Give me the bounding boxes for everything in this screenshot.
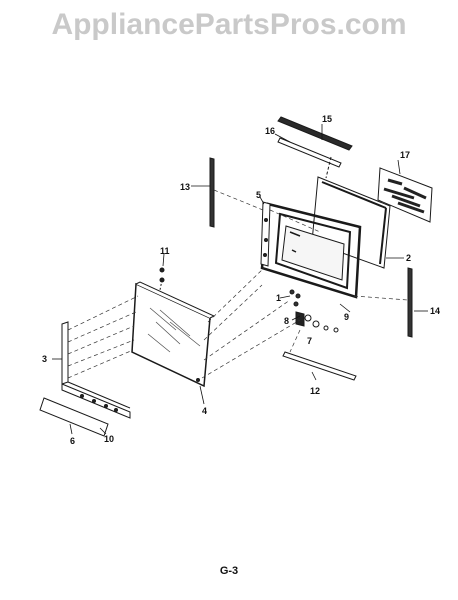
- part-10-screws: [80, 394, 118, 412]
- part-2-gasket: [311, 176, 391, 269]
- callout-2: 2: [406, 253, 411, 263]
- callout-10: 10: [104, 434, 114, 444]
- leader-lines: [52, 124, 428, 435]
- part-12-bottom-trim: [282, 351, 357, 381]
- callout-8: 8: [284, 316, 289, 326]
- callout-5: 5: [256, 190, 261, 200]
- part-14-side-trim: [407, 267, 413, 338]
- part-13-side-trim: [209, 157, 215, 228]
- callout-3: 3: [42, 354, 47, 364]
- callout-9: 9: [344, 312, 349, 322]
- part-5-bracket: [260, 201, 271, 267]
- callout-13: 13: [180, 182, 190, 192]
- part-4-outer-glass: [131, 281, 216, 388]
- part-1-7-8-hardware: [289, 289, 339, 333]
- part-17-glass-panel: [377, 167, 433, 223]
- callout-6: 6: [70, 436, 75, 446]
- part-6-trim-panel: [39, 397, 109, 437]
- callout-4: 4: [202, 406, 207, 416]
- page-code-label: G-3: [219, 565, 239, 577]
- part-3-door-frame-outer: [61, 321, 131, 419]
- callout-14: 14: [430, 306, 440, 316]
- callout-1: 1: [276, 293, 281, 303]
- callout-15: 15: [322, 114, 332, 124]
- callout-7: 7: [307, 336, 312, 346]
- part-16-trim-strip: [277, 137, 342, 168]
- assembly-lines: [67, 189, 409, 379]
- callout-11: 11: [160, 246, 170, 256]
- callout-16: 16: [265, 126, 275, 136]
- callout-12: 12: [310, 386, 320, 396]
- callout-17: 17: [400, 150, 410, 160]
- site-watermark: AppliancePartsPros.com: [51, 8, 407, 41]
- part-15-top-trim: [277, 116, 353, 151]
- part-9-door-frame: [260, 202, 362, 299]
- part-11-screw: [159, 267, 165, 291]
